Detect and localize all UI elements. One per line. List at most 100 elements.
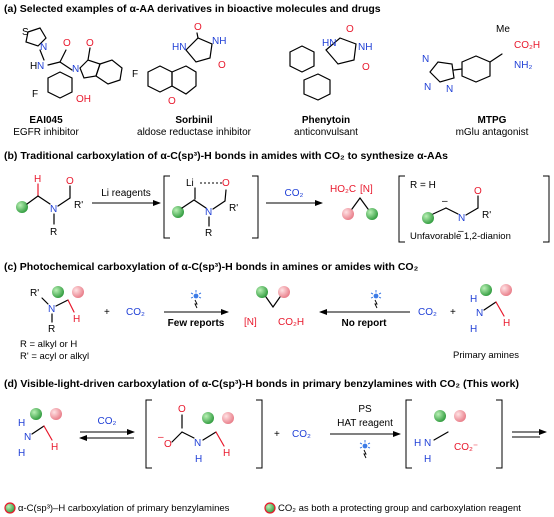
- light-icon-left: [190, 289, 202, 309]
- svg-text:N: N: [424, 438, 431, 449]
- svg-text:N: N: [205, 207, 212, 218]
- svg-text:NH: NH: [212, 36, 226, 47]
- phenytoin-name: Phenytoin: [302, 115, 350, 126]
- plus-c2: +: [450, 307, 456, 318]
- alpha-aa-product-c: [N] CO₂H: [244, 286, 304, 328]
- co2-right-c: CO₂: [418, 307, 437, 318]
- svg-text:NH: NH: [358, 42, 372, 53]
- svg-text:O: O: [178, 404, 186, 415]
- svg-text:O: O: [194, 22, 202, 33]
- svg-text:Primary amines: Primary amines: [453, 350, 519, 361]
- svg-text:R': R': [229, 203, 238, 214]
- svg-text:O: O: [164, 439, 172, 450]
- co2-left-c: CO₂: [126, 307, 145, 318]
- phenytoin-structure: O HN NH O: [289, 24, 372, 101]
- svg-text:–: –: [458, 226, 464, 237]
- legend: α-C(sp³)–H carboxylation of primary benz…: [4, 502, 521, 514]
- legend-marker-2: [264, 502, 276, 514]
- svg-text:N: N: [476, 308, 483, 319]
- svg-text:O: O: [474, 186, 482, 197]
- svg-text:R: R: [48, 324, 55, 335]
- svg-text:HN: HN: [322, 38, 336, 49]
- svg-text:H: H: [503, 318, 510, 329]
- svg-text:H: H: [414, 438, 421, 449]
- svg-text:H: H: [424, 454, 431, 465]
- svg-text:O: O: [63, 38, 71, 49]
- svg-text:R = alkyl or H: R = alkyl or H: [20, 339, 77, 350]
- svg-text:N: N: [424, 82, 431, 93]
- svg-text:Unfavorable 1,2-dianion: Unfavorable 1,2-dianion: [410, 231, 511, 242]
- svg-text:H: H: [73, 314, 80, 325]
- section-b-title: (b) Traditional carboxylation of α-C(sp³…: [4, 150, 448, 162]
- legend-text-1: α-C(sp³)–H carboxylation of primary benz…: [18, 503, 230, 514]
- section-c-title: (c) Photochemical carboxylation of α-C(s…: [4, 261, 419, 273]
- svg-text:N: N: [422, 54, 429, 65]
- svg-text:R: R: [205, 228, 212, 239]
- svg-text:R': R': [30, 288, 39, 299]
- svg-text:N: N: [37, 61, 44, 72]
- svg-text:N: N: [458, 213, 465, 224]
- svg-text:HN: HN: [172, 42, 186, 53]
- svg-text:N: N: [446, 84, 453, 95]
- svg-text:O: O: [168, 96, 176, 107]
- mtpg-desc: mGlu antagonist: [456, 127, 529, 138]
- svg-text:CO₂⁻: CO₂⁻: [454, 442, 478, 453]
- svg-text:R' = acyl or alkyl: R' = acyl or alkyl: [20, 351, 89, 362]
- svg-text:R = H: R = H: [410, 180, 436, 191]
- amide-substrate: H N R O R': [16, 174, 83, 238]
- svg-text:R': R': [74, 200, 83, 211]
- svg-text:–: –: [442, 196, 448, 207]
- benzylamine-substrate: H N H H: [18, 408, 62, 459]
- plus-d: +: [274, 429, 280, 440]
- no-report-label: No report: [342, 318, 388, 329]
- dianion-box: R = H – N – O R' Unfavorable 1,2-dianion: [398, 175, 550, 243]
- svg-text:Li: Li: [186, 178, 194, 189]
- svg-text:NH₂: NH₂: [514, 60, 532, 71]
- few-reports-label: Few reports: [168, 318, 225, 329]
- co2-label-d2: CO₂: [292, 429, 311, 440]
- svg-text:F: F: [132, 69, 138, 80]
- svg-text:H: H: [470, 324, 477, 335]
- eai045-desc: EGFR inhibitor: [13, 127, 79, 138]
- svg-text:N: N: [24, 432, 31, 443]
- svg-text:–: –: [158, 432, 164, 443]
- legend-marker-1: [4, 502, 16, 514]
- amine-substrate: R' N R H R = alkyl or H R' = acyl or alk…: [20, 286, 89, 362]
- eai045-structure: S N H N O N O F OH: [22, 27, 123, 105]
- ps-label: PS: [358, 404, 372, 415]
- sorbinil-structure: O HN NH O F O: [132, 22, 226, 107]
- svg-text:[N]: [N]: [244, 317, 257, 328]
- carboxylated-product: H N H CO₂⁻: [405, 399, 503, 469]
- svg-text:H: H: [470, 294, 477, 305]
- svg-text:Me: Me: [496, 24, 510, 35]
- svg-text:H: H: [30, 61, 37, 72]
- svg-text:OH: OH: [76, 94, 91, 105]
- svg-text:O: O: [218, 60, 226, 71]
- eai045-name: EAI045: [29, 115, 63, 126]
- svg-text:H: H: [34, 174, 41, 185]
- svg-text:H: H: [51, 442, 58, 453]
- svg-text:O: O: [222, 178, 230, 189]
- mtpg-name: MTPG: [478, 115, 507, 126]
- svg-text:R: R: [50, 227, 57, 238]
- svg-text:O: O: [86, 38, 94, 49]
- light-icon-d: [359, 439, 371, 459]
- svg-text:HO₂C: HO₂C: [330, 184, 356, 195]
- svg-text:S: S: [22, 27, 29, 38]
- svg-text:R': R': [482, 210, 491, 221]
- svg-text:O: O: [346, 24, 354, 35]
- svg-text:N: N: [50, 204, 57, 215]
- svg-text:H: H: [195, 454, 202, 465]
- legend-text-2: CO₂ as both a protecting group and carbo…: [278, 503, 521, 514]
- mtpg-structure: N N N Me CO₂H NH₂: [422, 24, 540, 95]
- svg-text:CO₂H: CO₂H: [278, 317, 304, 328]
- alpha-aa-product: HO₂C [N]: [330, 184, 378, 220]
- svg-text:O: O: [362, 62, 370, 73]
- sorbinil-name: Sorbinil: [175, 115, 212, 126]
- svg-text:H: H: [18, 448, 25, 459]
- li-reagents-label: Li reagents: [101, 188, 150, 199]
- svg-text:[N]: [N]: [360, 184, 373, 195]
- lithiated-intermediate: Li O N R R': [163, 175, 259, 239]
- co2-label-d1: CO₂: [98, 416, 117, 427]
